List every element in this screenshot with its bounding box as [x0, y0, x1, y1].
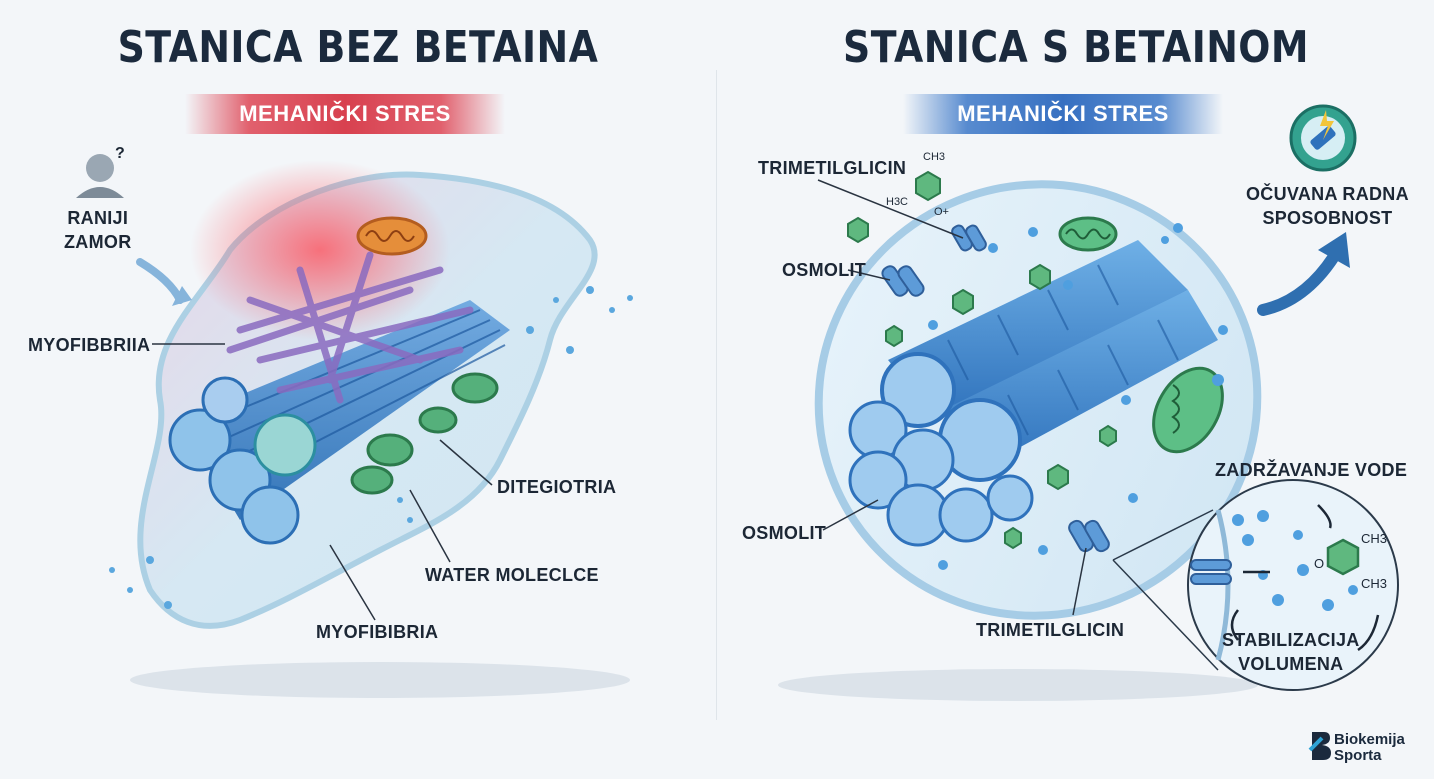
cell-without-betaine-illustration: ? [76, 145, 633, 698]
osmolyte-label-top: OSMOLIT [782, 260, 867, 280]
myofibril-label-bottom: MYOFIBIBRIA [316, 622, 439, 642]
mechanical-stress-badge-right: MEHANIČKI STRES [903, 94, 1223, 134]
chem-label-ch3: CH3 [923, 151, 946, 163]
panel-with-betaine: STANICA S BETAINOM MEHANIČKI STRES TRIME… [718, 0, 1434, 779]
early-fatigue-label: RANIJI ZAMOR [64, 208, 132, 252]
panel-without-betaine: ? STANICA BEZ BETAINA MEHANIČKI STRES RA… [0, 0, 716, 779]
panel-divider [716, 70, 717, 720]
betaine-molecule-icon [847, 170, 1117, 550]
mitochondrion-icon [1152, 366, 1224, 454]
water-retention-label: ZADRŽAVANJE VODE [1215, 460, 1408, 480]
label-leader-lines [817, 179, 1087, 616]
myofibril-bundle [848, 240, 1218, 547]
tangled-fibers [226, 251, 474, 404]
volume-stabilization-label: STABILIZACIJA VOLUMENA [1222, 630, 1360, 674]
ground-shadow [778, 669, 1258, 701]
label-leader-lines [152, 343, 493, 621]
mechanical-stress-badge-left: MEHANIČKI STRES [185, 94, 505, 134]
membrane-channel-icon [881, 224, 1110, 553]
brand-logo: Biokemija Sporta [1308, 730, 1428, 770]
fatigue-arrow-head [172, 286, 192, 306]
page-title-right: STANICA S BETAINOM [843, 22, 1309, 73]
magnifier-line [1112, 509, 1214, 561]
betaine-molecule-icon [1326, 538, 1360, 576]
preserved-energy-icon [1289, 104, 1357, 172]
performance-arrow [1257, 244, 1344, 316]
mitochondrion-icon [350, 372, 499, 495]
water-droplets [928, 223, 1228, 570]
magnified-detail-circle [1187, 479, 1399, 691]
mitochondrion-icon [356, 216, 428, 256]
preserved-capacity-label: OČUVANA RADNA SPOSOBNOST [1246, 184, 1409, 228]
chem-label-ch3-detail: CH3 [1361, 576, 1388, 591]
performance-arrow-head [1318, 232, 1350, 268]
chem-label-o-plus: O+ [934, 206, 949, 218]
cell-with-betaine-illustration [778, 104, 1399, 701]
mitochondrion-icon [1058, 216, 1118, 252]
brand-name-line1: Biokemija [1334, 731, 1405, 748]
water-droplets [109, 286, 633, 609]
brand-logo-icon [1308, 732, 1331, 760]
osmolyte-label-bottom: OSMOLIT [742, 523, 827, 543]
brand-name-line2: Sporta [1334, 747, 1382, 764]
myofibril-bundle [168, 300, 510, 545]
ground-shadow [130, 662, 630, 698]
chem-label-ch3-detail: CH3 [1361, 531, 1388, 546]
cycle-arrows [1230, 504, 1380, 652]
page-title-left: STANICA BEZ BETAINA [117, 22, 599, 73]
magnified-membrane [1215, 509, 1231, 661]
water-molecule-label: WATER MOLECLCE [425, 565, 599, 585]
myofibril-label-top: MYOFIBBRIIA [28, 335, 151, 355]
chem-label-o-detail: O [1314, 556, 1325, 571]
trimethylglycine-label-top: TRIMETILGLICIN [758, 158, 907, 178]
fatigued-person-icon: ? [76, 145, 125, 198]
membrane-channel-icon [1190, 559, 1232, 585]
mitochondria-label: DITEGIOTRIA [497, 477, 617, 497]
chem-label-h3c: H3C [886, 196, 909, 208]
magnifier-line [1112, 559, 1219, 671]
water-droplets [1232, 510, 1358, 611]
svg-text:?: ? [115, 145, 125, 162]
trimethylglycine-label-bottom: TRIMETILGLICIN [976, 620, 1125, 640]
fatigue-arrow [136, 258, 184, 304]
